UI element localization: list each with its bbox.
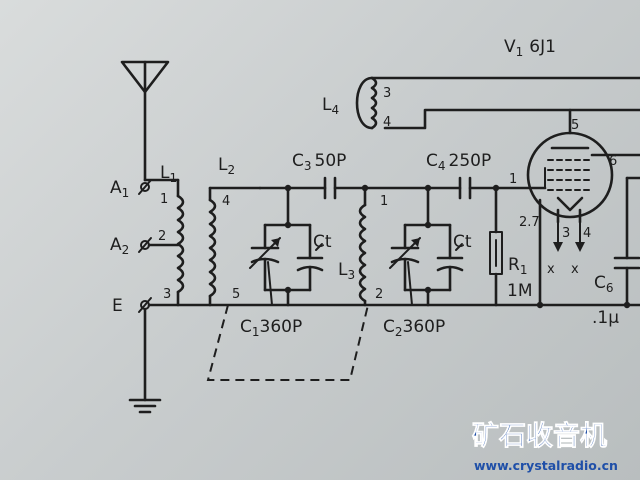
coil-l2 [208, 186, 262, 307]
tube-v1 [526, 108, 640, 224]
l1-pin-1: 1 [160, 192, 168, 207]
label-l4: L4 [322, 95, 339, 117]
variable-capacitor-c2 [389, 223, 421, 292]
antenna-icon [120, 60, 170, 182]
l3-pin-2: 2 [375, 287, 383, 302]
l1-pin-3: 3 [163, 287, 171, 302]
l4-lead-4 [383, 108, 640, 130]
tube-pin-27: 2.7 [519, 215, 540, 230]
watermark-title: 矿石收音机 [472, 420, 607, 452]
heater-arrow-pin4 [575, 221, 585, 252]
trimmer-ct-1 [296, 223, 324, 292]
heater-arrow-pin3 [553, 221, 563, 252]
coil-l3 [358, 186, 367, 307]
variable-capacitor-c1 [249, 223, 281, 292]
l2-pin-5: 5 [232, 287, 240, 302]
l1-pin-2: 2 [158, 229, 166, 244]
l4-pin-4: 4 [383, 115, 391, 130]
junction-dot [424, 221, 432, 229]
capacitor-c6 [613, 176, 640, 307]
label-a2: A2 [110, 235, 129, 257]
capacitor-c3 [323, 176, 337, 200]
resistor-r1 [489, 186, 503, 307]
label-e: E [112, 296, 123, 316]
label-r1-value: 1M [507, 281, 532, 301]
l3-pin-1: 1 [380, 194, 388, 209]
label-c1: C1360P [240, 317, 302, 339]
label-c6-value: .1μ [592, 308, 619, 328]
label-r1: R1 [508, 255, 527, 277]
l2-pin-4: 4 [222, 194, 230, 209]
label-l2: L2 [218, 155, 235, 177]
watermark-url: www.crystalradio.cn [474, 458, 618, 473]
label-c6: C6 [594, 273, 614, 295]
heater-mark-3: x [547, 262, 555, 277]
label-ct-1: Ct [313, 232, 332, 252]
tube-pin-5: 5 [571, 118, 579, 133]
tube-pin-6: 6 [609, 154, 617, 169]
coil-l4 [355, 76, 378, 130]
heater-mark-4: x [571, 262, 579, 277]
tube-pin-4: 4 [583, 226, 591, 241]
terminal-a1 [138, 179, 152, 195]
junction-dot [623, 301, 631, 309]
junction-dot [284, 221, 292, 229]
coil-l1 [176, 178, 185, 307]
l4-pin-3: 3 [383, 86, 391, 101]
trimmer-ct-2 [436, 223, 464, 292]
capacitor-c4 [458, 176, 472, 200]
tube-pin-3: 3 [562, 226, 570, 241]
label-ct-2: Ct [453, 232, 472, 252]
ground-icon [128, 398, 162, 414]
tube-pin-1: 1 [509, 172, 517, 187]
label-c2: C2360P [383, 317, 445, 339]
label-l1: L1 [160, 163, 177, 185]
label-l3: L3 [338, 260, 355, 282]
label-a1: A1 [110, 178, 129, 200]
gang-linkage [206, 261, 413, 381]
junction-dot [536, 301, 544, 309]
